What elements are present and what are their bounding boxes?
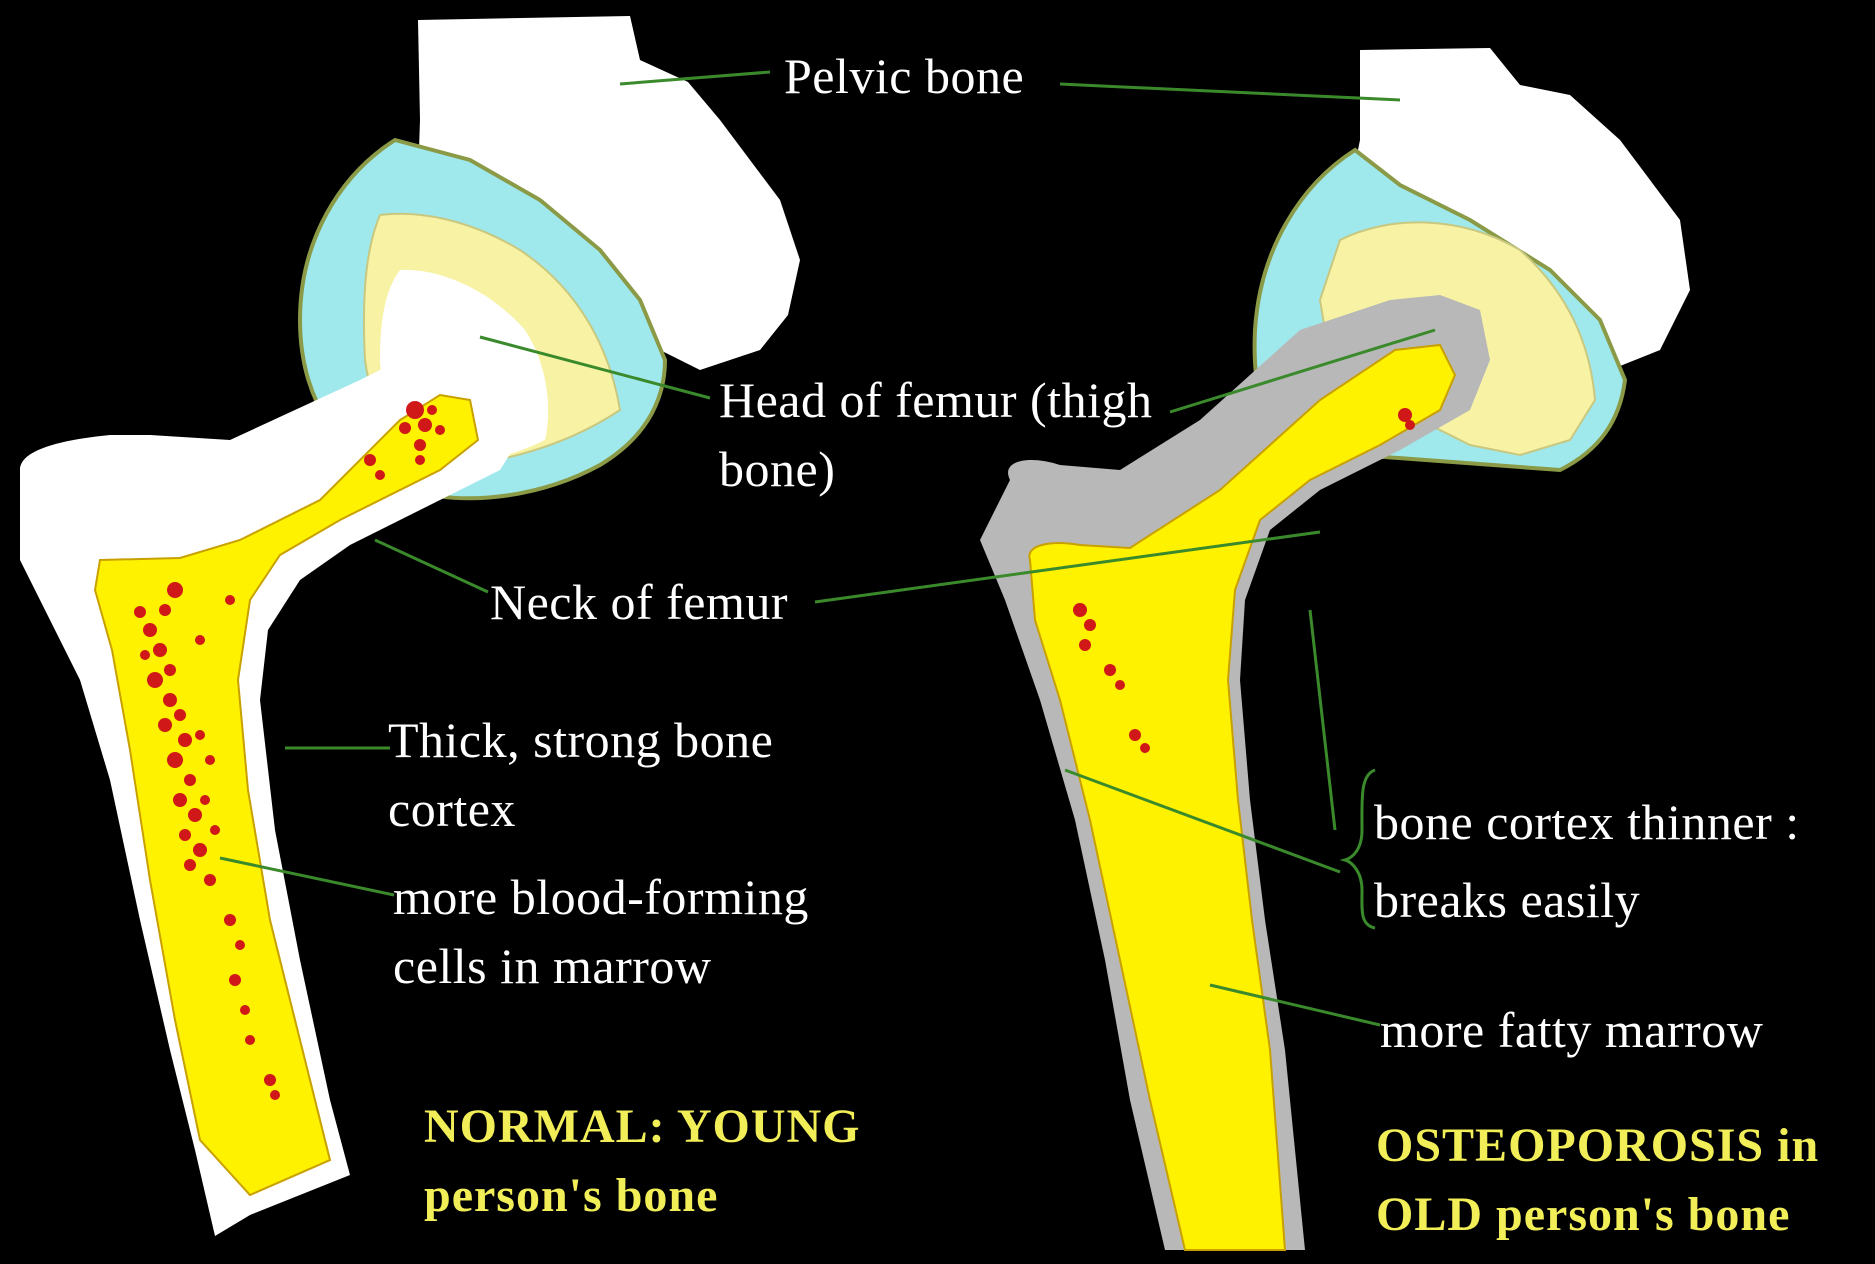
label-pelvic-bone: Pelvic bone xyxy=(784,42,1024,111)
label-thin-cortex-line2: breaks easily xyxy=(1374,861,1800,939)
label-head-of-femur: Head of femur (thigh bone) xyxy=(719,366,1152,504)
label-blood-cells-line2: cells in marrow xyxy=(393,932,809,1001)
label-thin-cortex-line1: bone cortex thinner : xyxy=(1374,783,1800,861)
caption-normal-line1: NORMAL: YOUNG xyxy=(424,1092,861,1161)
label-head-of-femur-line1: Head of femur (thigh xyxy=(719,366,1152,435)
caption-normal-line2: person's bone xyxy=(424,1161,861,1230)
label-thick-cortex-line2: cortex xyxy=(388,775,773,844)
label-fatty-marrow: more fatty marrow xyxy=(1380,996,1763,1065)
caption-osteoporosis: OSTEOPOROSIS in OLD person's bone xyxy=(1376,1111,1819,1249)
label-blood-cells-line1: more blood-forming xyxy=(393,863,809,932)
label-thin-cortex: bone cortex thinner : breaks easily xyxy=(1374,783,1800,939)
caption-normal: NORMAL: YOUNG person's bone xyxy=(424,1092,861,1230)
label-thick-cortex: Thick, strong bone cortex xyxy=(388,706,773,844)
caption-osteoporosis-line2: OLD person's bone xyxy=(1376,1180,1819,1249)
caption-osteoporosis-line1: OSTEOPOROSIS in xyxy=(1376,1111,1819,1180)
label-neck-of-femur: Neck of femur xyxy=(490,568,788,637)
label-thick-cortex-line1: Thick, strong bone xyxy=(388,706,773,775)
label-blood-cells: more blood-forming cells in marrow xyxy=(393,863,809,1001)
label-head-of-femur-line2: bone) xyxy=(719,435,1152,504)
